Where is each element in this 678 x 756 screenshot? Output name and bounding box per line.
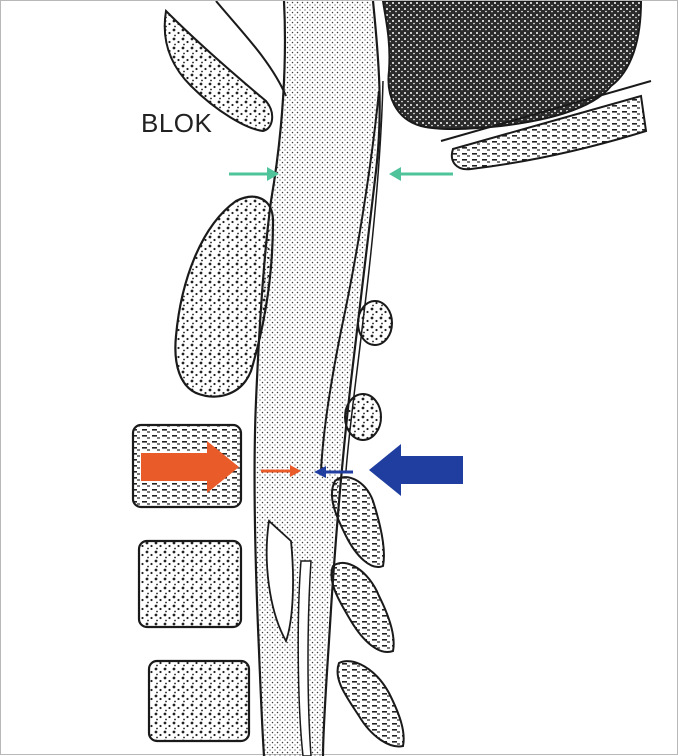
spinous-process-2 [331,563,393,652]
block-arrow-right [389,167,453,181]
blok-label: BLOK [141,108,212,139]
spinal-cord-shape [256,1,377,756]
c4-vertebra-body [139,541,241,627]
spinous-process-3 [337,661,403,746]
posterior-arch-1 [358,301,392,345]
c5-vertebra-body [149,661,249,741]
spinous-process-1 [332,477,384,567]
block-arrow-left [229,167,279,181]
posterior-large-arrow [369,444,463,496]
posterior-arch-2 [345,394,381,440]
